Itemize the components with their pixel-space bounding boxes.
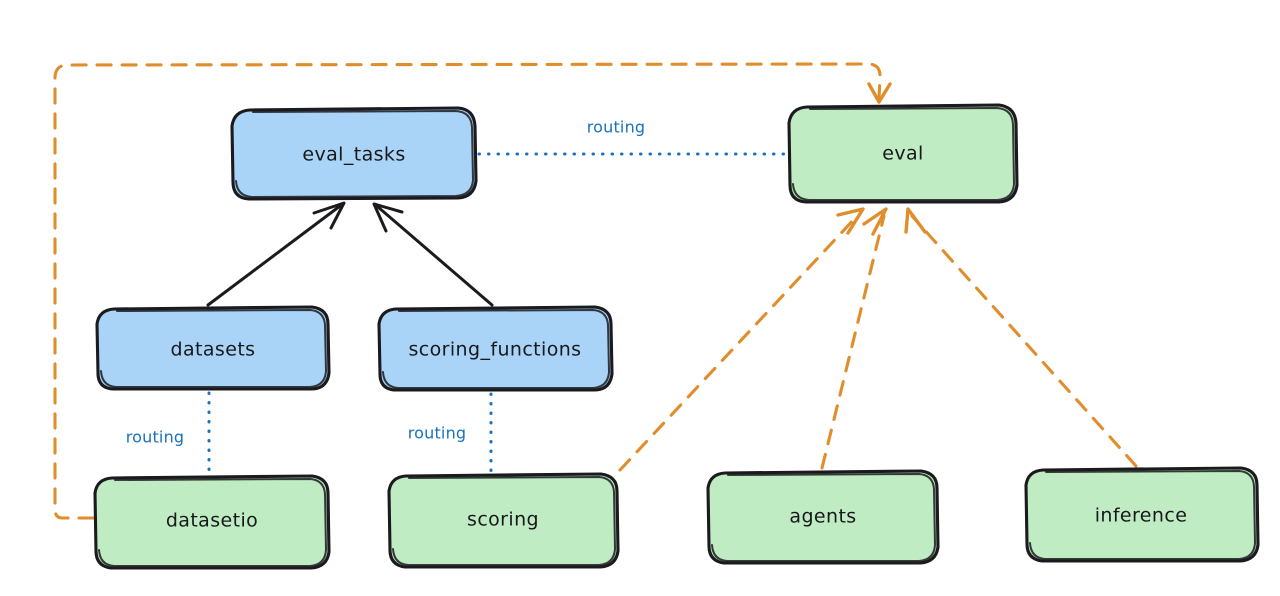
node-datasetio[interactable]: datasetio <box>93 474 331 570</box>
edge-scoring-to-eval <box>618 207 865 472</box>
node-label-eval: eval <box>882 143 923 165</box>
node-label-datasetio: datasetio <box>166 510 258 532</box>
node-label-scoring: scoring <box>467 509 539 531</box>
node-label-scoring-functions: scoring_functions <box>409 339 582 361</box>
edge-scoring-functions-to-eval-tasks <box>372 202 494 307</box>
edge-label-routing-eval: routing <box>587 118 646 137</box>
edge-label-routing-datasetio: routing <box>126 428 185 447</box>
edge-datasets-to-eval-tasks <box>206 201 346 307</box>
node-inference[interactable]: inference <box>1024 466 1260 563</box>
edge-label-routing-scoring: routing <box>408 424 467 443</box>
node-agents[interactable]: agents <box>706 469 940 565</box>
node-eval-tasks[interactable]: eval_tasks <box>230 106 478 201</box>
node-datasets[interactable]: datasets <box>95 305 331 391</box>
node-scoring[interactable]: scoring <box>387 472 620 569</box>
node-scoring-functions[interactable]: scoring_functions <box>377 305 614 392</box>
edge-datasetio-to-eval <box>53 62 892 520</box>
node-label-eval-tasks: eval_tasks <box>302 144 405 166</box>
node-eval[interactable]: eval <box>787 103 1019 204</box>
edge-agents-to-eval <box>820 207 888 470</box>
node-label-inference: inference <box>1095 505 1188 527</box>
edge-inference-to-eval <box>904 207 1138 468</box>
node-label-agents: agents <box>789 506 856 528</box>
node-label-datasets: datasets <box>171 339 256 361</box>
